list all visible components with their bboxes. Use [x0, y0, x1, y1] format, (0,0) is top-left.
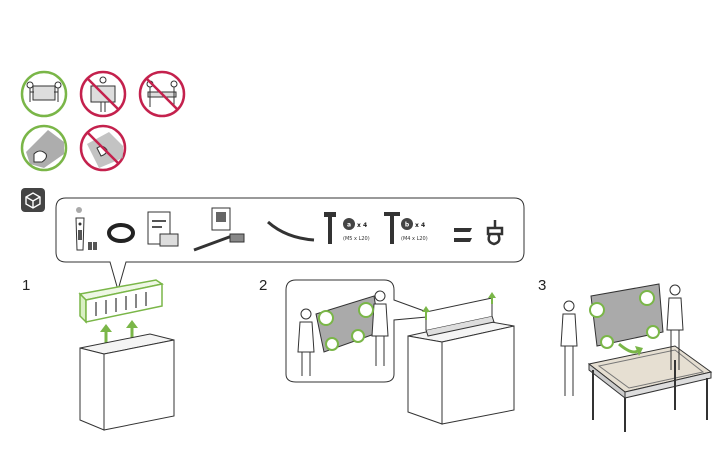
foam-insert	[78, 279, 164, 324]
screw-b-icon	[384, 212, 400, 244]
remote-control-icon	[75, 207, 97, 251]
box-contents-icon	[21, 188, 45, 212]
step-1-illustration	[78, 279, 175, 431]
screw-b-label: b x 4 (M4 x L20)	[401, 218, 428, 242]
screw-a-icon	[324, 212, 336, 244]
clip-icon	[486, 220, 504, 246]
cable-tie-icon	[267, 220, 315, 242]
prohibited-flat-carry-icon	[138, 70, 186, 118]
screw-b-qty: x 4	[415, 222, 425, 229]
screw-a-spec: (M5 x L20)	[343, 236, 370, 242]
screw-a-letter: a	[347, 222, 351, 229]
step-1-number: 1	[22, 277, 31, 294]
manual-icon	[147, 211, 179, 247]
power-cable-icon	[107, 223, 135, 243]
step-3-illustration	[560, 283, 713, 432]
screw-a-label: a x 4 (M5 x L20)	[343, 218, 370, 242]
step-3-number: 3	[538, 277, 547, 294]
table	[587, 345, 713, 432]
wall-bracket-icon	[193, 207, 245, 252]
ok-hold-frame-icon	[20, 124, 68, 172]
prohibited-one-person-carry-icon	[79, 70, 127, 118]
prohibited-touch-screen-icon	[79, 124, 127, 172]
screw-b-spec: (M4 x L20)	[401, 236, 428, 242]
step-2-number: 2	[259, 277, 268, 294]
cable-holder-icon	[454, 228, 472, 242]
box	[79, 333, 175, 431]
ok-two-person-carry-icon	[20, 70, 68, 118]
step-2-illustration	[285, 279, 515, 425]
box	[407, 297, 515, 425]
screw-a-qty: x 4	[357, 222, 367, 229]
screw-b-letter: b	[405, 222, 410, 229]
